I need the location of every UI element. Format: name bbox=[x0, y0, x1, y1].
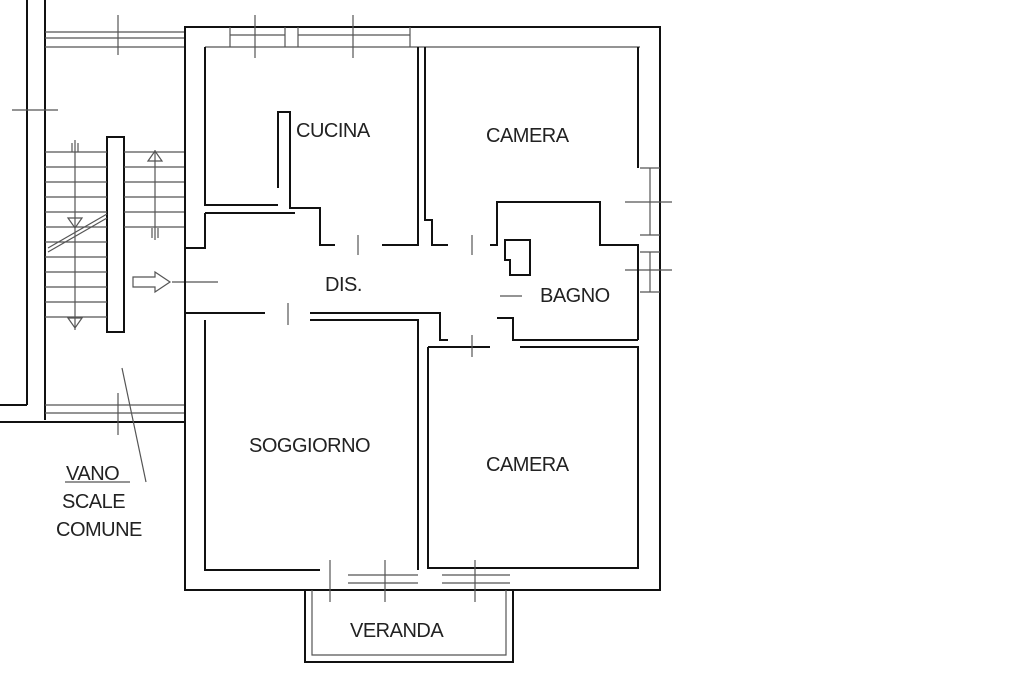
down-arrow-icon bbox=[66, 317, 84, 330]
room-label-soggiorno: SOGGIORNO bbox=[249, 435, 370, 457]
outer-walls bbox=[184, 15, 672, 591]
entrance-arrow-icon bbox=[132, 270, 172, 294]
stair-treads-left bbox=[45, 140, 108, 330]
room-label-camera-bottom: CAMERA bbox=[486, 454, 570, 476]
room-label-bagno: BAGNO bbox=[540, 285, 610, 307]
interior-walls bbox=[185, 47, 639, 602]
stair-treads-right bbox=[124, 150, 185, 240]
stair-note-line2: SCALE bbox=[62, 491, 125, 513]
room-label-camera-top: CAMERA bbox=[486, 125, 570, 147]
room-label-cucina: CUCINA bbox=[296, 120, 371, 142]
up-arrow-icon bbox=[146, 149, 164, 162]
stair-note-line1: VANO bbox=[66, 463, 119, 485]
room-label-veranda: VERANDA bbox=[350, 620, 444, 642]
stair-note-line3: COMUNE bbox=[56, 519, 142, 541]
down-arrow-icon bbox=[66, 217, 84, 230]
stairwell bbox=[0, 0, 218, 483]
veranda bbox=[304, 590, 514, 663]
room-label-dis: DIS. bbox=[325, 274, 362, 296]
leader-line bbox=[121, 367, 147, 483]
